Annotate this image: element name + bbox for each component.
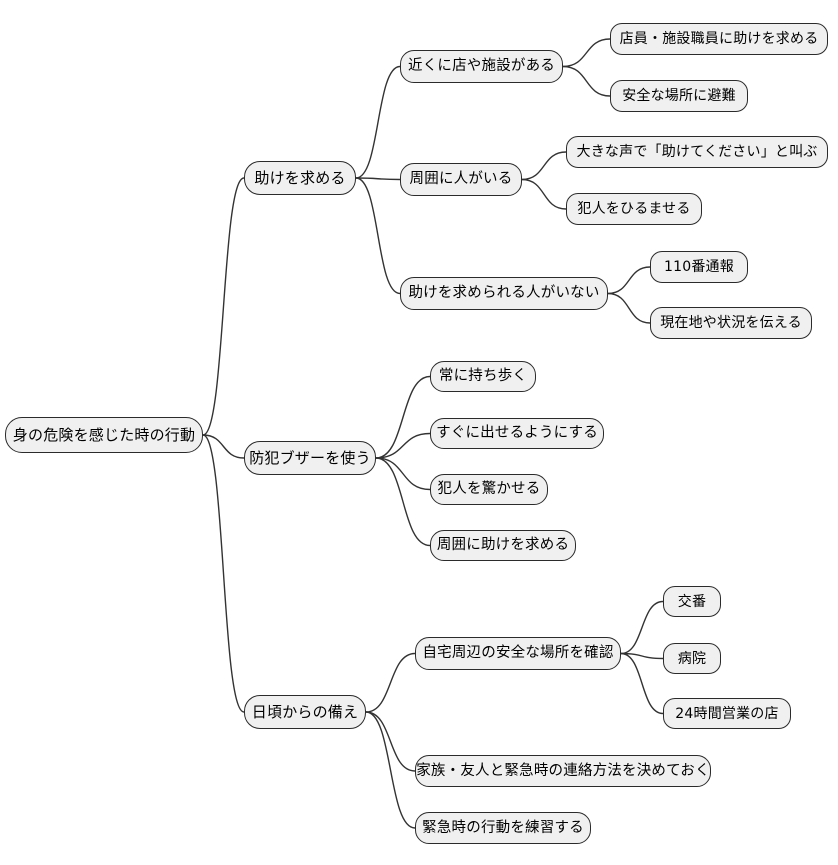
node-label: 日頃からの備え [251, 702, 359, 721]
mindmap-node-b1c2[interactable]: 周囲に人がいる [400, 163, 522, 196]
mindmap-node-b1c1l2[interactable]: 安全な場所に避難 [610, 80, 748, 112]
mindmap-node-b3c1l2[interactable]: 病院 [663, 643, 721, 674]
mindmap-node-b2c2[interactable]: すぐに出せるようにする [430, 418, 604, 449]
node-label: 犯人をひるませる [577, 201, 691, 217]
node-label: 周囲に人がいる [409, 171, 513, 188]
node-label: 犯人を驚かせる [437, 481, 541, 498]
node-label: 交番 [677, 593, 707, 610]
mindmap-node-b2c3[interactable]: 犯人を驚かせる [430, 474, 548, 505]
mindmap-root-node[interactable]: 身の危険を感じた時の行動 [5, 417, 203, 453]
edge-b1c3-to-b1c3l1 [607, 266, 651, 295]
edge-b1c2-to-b1c2l2 [521, 178, 567, 210]
mindmap-node-b1c3l2[interactable]: 現在地や状況を伝える [650, 307, 812, 339]
node-label: 家族・友人と緊急時の連絡方法を決めておく [416, 762, 710, 779]
node-label: 近くに店や施設がある [408, 58, 555, 75]
node-label: 防犯ブザーを使う [249, 448, 371, 467]
mindmap-node-b3[interactable]: 日頃からの備え [244, 695, 366, 729]
node-label: 身の危険を感じた時の行動 [12, 425, 196, 444]
mindmap-node-b1c3[interactable]: 助けを求められる人がいない [400, 277, 608, 310]
edge-b1-to-b1c1 [355, 65, 401, 179]
edge-b1-to-b1c2 [355, 177, 401, 181]
edge-b1c3-to-b1c3l2 [607, 292, 651, 324]
edge-b3-to-b3c2 [365, 711, 416, 772]
edge-b1c2-to-b1c2l1 [521, 151, 567, 181]
node-label: 大きな声で「助けてください」と叫ぶ [576, 144, 818, 160]
node-label: 店員・施設職員に助けを求める [619, 31, 819, 47]
mindmap-node-b3c1[interactable]: 自宅周辺の安全な場所を確認 [415, 637, 621, 670]
edge-b3-to-b3c1 [365, 652, 416, 713]
node-label: 病院 [677, 650, 707, 667]
edge-root-to-b2 [202, 434, 245, 459]
node-label: 110番通報 [664, 259, 734, 275]
edge-root-to-b3 [202, 434, 245, 713]
edge-b1c1-to-b1c1l2 [562, 65, 611, 97]
edge-b2-to-b2c2 [375, 432, 431, 459]
mindmap-node-b1c2l1[interactable]: 大きな声で「助けてください」と叫ぶ [566, 136, 828, 168]
node-label: 安全な場所に避難 [622, 88, 736, 104]
edge-b3c1-to-b3c1l3 [620, 652, 664, 715]
edge-b2-to-b2c1 [375, 375, 431, 459]
node-label: 24時間営業の店 [675, 705, 779, 722]
mindmap-node-b3c1l3[interactable]: 24時間営業の店 [663, 698, 791, 729]
mindmap-node-b1c1l1[interactable]: 店員・施設職員に助けを求める [610, 23, 828, 55]
mindmap-node-b2c4[interactable]: 周囲に助けを求める [430, 530, 576, 561]
node-label: 助けを求められる人がいない [408, 285, 600, 302]
mindmap-node-b3c3[interactable]: 緊急時の行動を練習する [415, 812, 591, 844]
mindmap-node-b2[interactable]: 防犯ブザーを使う [244, 441, 376, 475]
node-label: 緊急時の行動を練習する [422, 819, 584, 836]
node-label: 周囲に助けを求める [436, 537, 570, 554]
mindmap-node-b2c1[interactable]: 常に持ち歩く [430, 361, 536, 392]
mindmap-node-b1c2l2[interactable]: 犯人をひるませる [566, 193, 702, 225]
mindmap-node-b1[interactable]: 助けを求める [244, 161, 356, 195]
mindmap-node-b1c1[interactable]: 近くに店や施設がある [400, 50, 563, 83]
edge-b3c1-to-b3c1l2 [620, 652, 664, 660]
edge-b3-to-b3c3 [365, 711, 416, 829]
node-label: すぐに出せるようにする [436, 425, 598, 442]
edge-b2-to-b2c3 [375, 457, 431, 491]
edge-b1c1-to-b1c1l1 [562, 38, 611, 68]
mindmap-node-b3c1l1[interactable]: 交番 [663, 586, 721, 617]
mindmap-node-b3c2[interactable]: 家族・友人と緊急時の連絡方法を決めておく [415, 755, 711, 787]
edge-b3c1-to-b3c1l1 [620, 600, 664, 655]
edge-root-to-b1 [202, 177, 245, 436]
edge-b1-to-b1c3 [355, 177, 401, 295]
edge-b2-to-b2c4 [375, 457, 431, 547]
node-label: 常に持ち歩く [438, 368, 528, 385]
mindmap-node-b1c3l1[interactable]: 110番通報 [650, 251, 748, 283]
node-label: 現在地や状況を伝える [660, 315, 802, 331]
node-label: 自宅周辺の安全な場所を確認 [422, 645, 614, 662]
node-label: 助けを求める [254, 168, 346, 187]
